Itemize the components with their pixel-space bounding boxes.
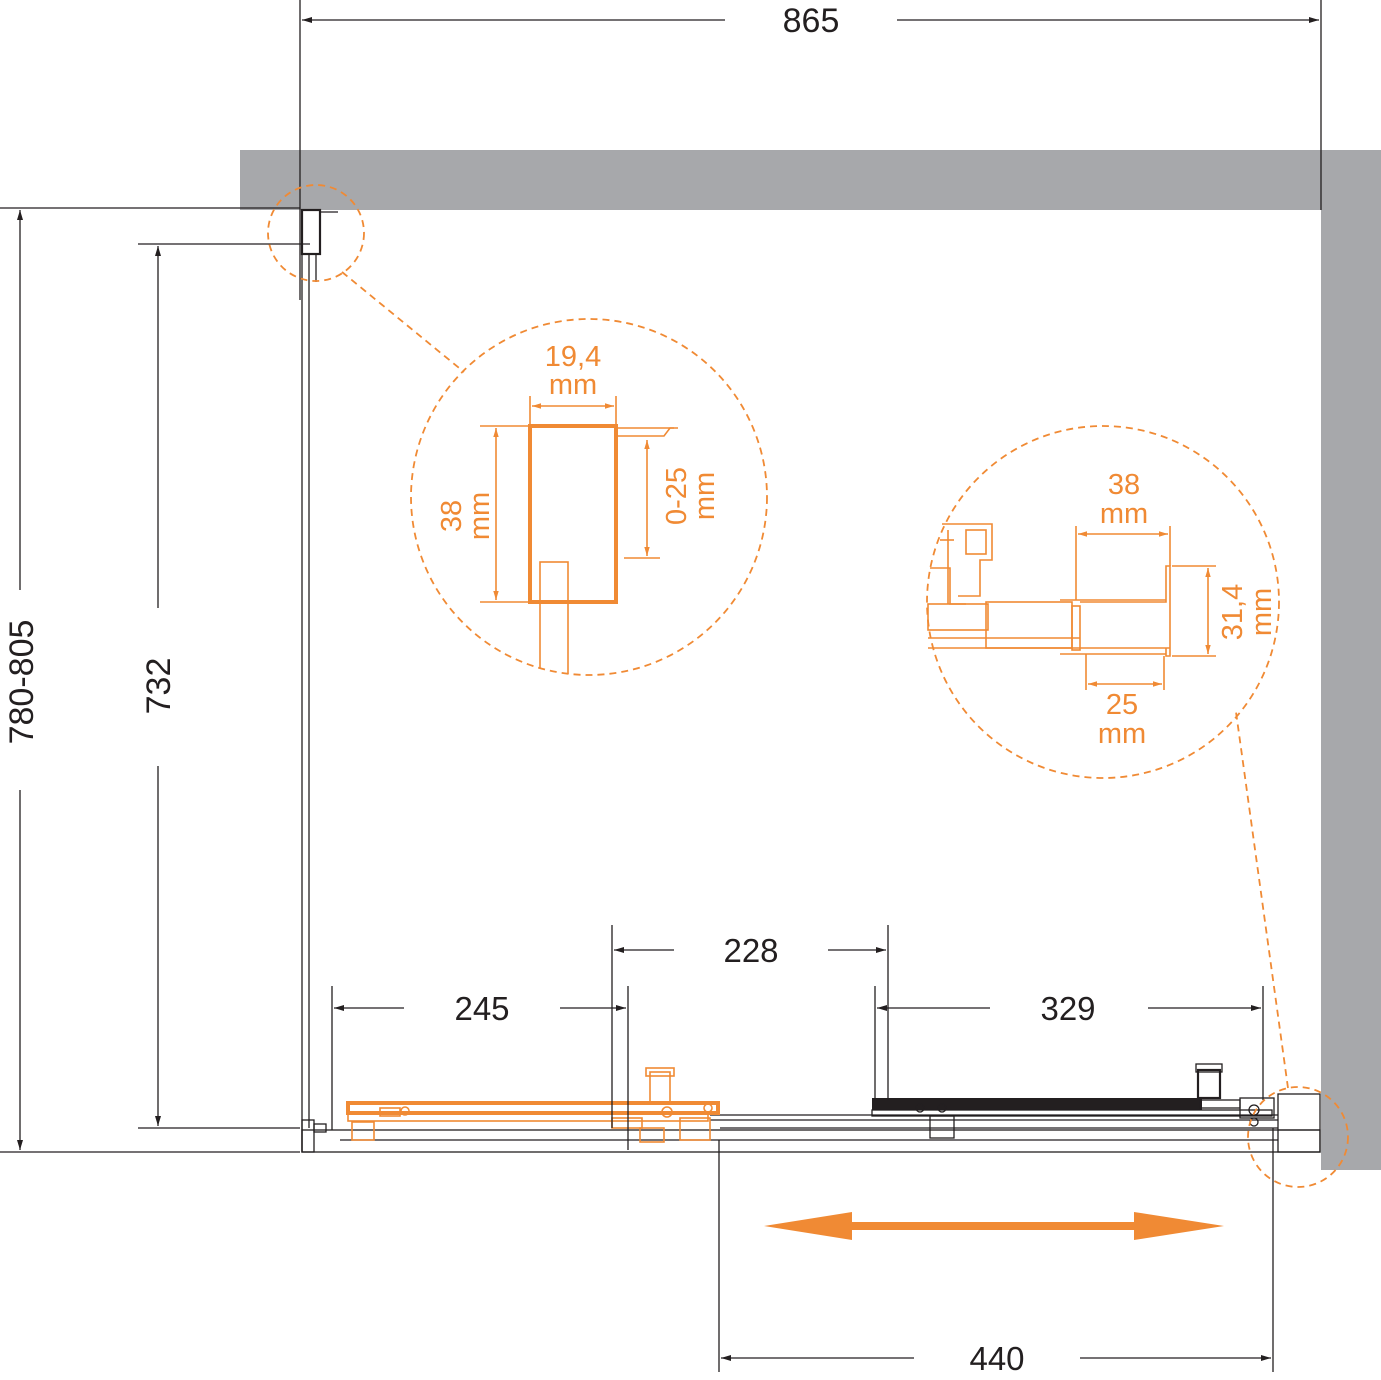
sliding-panel-right (871, 1097, 1275, 1139)
detail-door-width-unit: mm (1100, 498, 1148, 530)
dimension-left-depth: 780-805 (0, 207, 300, 1153)
detail-door-width-value: 38 (1108, 469, 1140, 501)
dimension-label-door-span: 228 (723, 932, 778, 969)
dimension-label-top-width: 865 (783, 2, 840, 40)
detail-wall-height-unit: mm (464, 492, 496, 540)
dimension-top-width: 865 (299, 0, 1322, 300)
sliding-panel-left (346, 1067, 720, 1143)
dimension-inner-depth: 732 (138, 243, 310, 1129)
detail-wall-adjust-unit: mm (689, 472, 721, 520)
detail-door-height-unit: mm (1246, 588, 1278, 636)
detail-door-profile: 38 mm 31,4 mm 25 mm (926, 425, 1280, 779)
detail-wall-width-unit: mm (549, 369, 597, 401)
dimension-label-left-depth: 780-805 (3, 620, 41, 745)
dimension-opening: 440 (718, 1128, 1274, 1377)
wall-group (240, 150, 1381, 1170)
detail-wall-profile: 19,4 mm 38 mm 0-25 mm (410, 318, 768, 676)
detail-door-height-value: 31,4 (1217, 584, 1249, 640)
dimension-label-inner-depth: 732 (140, 658, 178, 715)
side-wall (1321, 150, 1381, 1170)
detail-wall-width-value: 19,4 (545, 341, 601, 373)
dimension-label-left-panel: 245 (454, 990, 509, 1027)
bottom-track (301, 1063, 1321, 1153)
dimension-door-span: 228 (611, 925, 889, 1128)
callout-marker-top-left (267, 184, 465, 373)
dimension-label-right-panel: 329 (1040, 990, 1095, 1027)
detail-door-inner-value: 25 (1106, 689, 1138, 721)
detail-door-inner-unit: mm (1098, 718, 1146, 750)
detail-wall-height-value: 38 (436, 500, 468, 532)
dimension-label-opening: 440 (969, 1340, 1024, 1377)
double-arrow-icon (764, 1212, 1224, 1240)
detail-wall-adjust-value: 0-25 (661, 467, 693, 525)
dimension-left-panel: 245 (331, 986, 629, 1150)
back-wall (240, 150, 1381, 210)
callout-marker-bottom-right (1235, 711, 1349, 1188)
dimension-right-panel: 329 (874, 986, 1264, 1100)
